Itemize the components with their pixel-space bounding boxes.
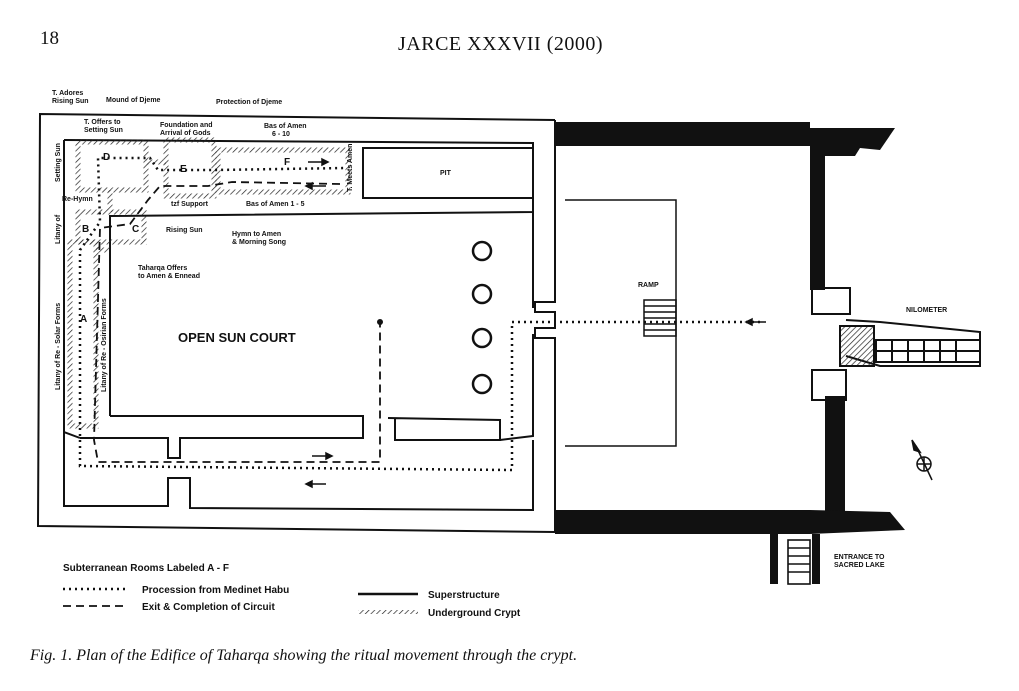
room-a: A [80,314,87,325]
label-arrival: Arrival of Gods [160,130,211,137]
label-pit: PIT [440,170,452,177]
label-rising-sun-low: Rising Sun [166,227,203,234]
nilometer [811,287,981,401]
pit-rect [362,147,534,199]
legend: Subterranean Rooms Labeled A - F Process… [63,563,521,619]
label-tzf-support: tzf Support [171,201,209,208]
label-adores: T. Adores [52,90,83,97]
label-offers-setting: T. Offers to [84,119,121,126]
label-litany-solar: Litany of Re - Solar Forms [55,303,62,390]
label-hymn-amen: Hymn to Amen [232,231,281,238]
lake-stair [787,539,811,585]
enclosure-walls [555,122,905,584]
label-setting-sun: Setting Sun [84,127,123,134]
legend-superstructure: Superstructure [428,590,500,601]
journal-header: JARCE XXXVII (2000) [398,33,604,55]
room-d: D [103,152,110,163]
label-to-amen-ennead: to Amen & Ennead [138,273,200,280]
label-t-meets-amen: T. Meets Amen [347,144,354,192]
label-ba-amen-1-5: Bas of Amen 1 - 5 [246,201,305,208]
north-arrow-icon [911,439,933,481]
legend-exit: Exit & Completion of Circuit [142,602,275,613]
label-protection: Protection of Djeme [216,99,282,106]
room-f: F [284,157,290,168]
label-ramp: RAMP [638,282,659,289]
superstructure-walls [36,112,556,533]
legend-crypt: Underground Crypt [428,608,521,619]
label-morning-song: & Morning Song [232,239,286,246]
legend-title: Subterranean Rooms Labeled A - F [63,563,229,574]
label-mound: Mound of Djeme [106,97,161,104]
plan-labels: T. Adores Rising Sun T. Offers to Settin… [52,90,947,569]
figure-caption: Fig. 1. Plan of the Edifice of Taharqa s… [30,647,578,664]
label-entrance-1: ENTRANCE TO [834,554,885,561]
label-taharqa-offers: Taharqa Offers [138,265,187,272]
underground-crypt [67,137,351,429]
columns [471,240,493,395]
ramp-area [565,199,677,447]
label-re-hymn: Re-Hymn [62,196,93,203]
label-nilometer: NILOMETER [906,307,947,314]
label-litany-of: Litany of [55,214,62,244]
room-b: B [82,224,89,235]
label-open-sun-court: OPEN SUN COURT [178,330,296,345]
label-foundation: Foundation and [160,122,213,129]
route-arrows [304,157,766,489]
room-e: E [180,164,187,175]
legend-procession: Procession from Medinet Habu [142,585,289,596]
label-entrance-2: SACRED LAKE [834,562,885,569]
label-rising-sun-top: Rising Sun [52,98,89,105]
page-number: 18 [40,28,59,49]
room-c: C [132,224,139,235]
exit-route [93,181,381,463]
label-ba-amen-6-10-b: 6 - 10 [272,131,290,138]
label-ba-amen-6-10-a: Bas of Amen [264,123,307,130]
label-litany-osiris: Litany of Re - Osirian Forms [101,298,108,392]
label-setting-sun-side: Setting Sun [55,143,62,182]
court-point [377,319,383,325]
